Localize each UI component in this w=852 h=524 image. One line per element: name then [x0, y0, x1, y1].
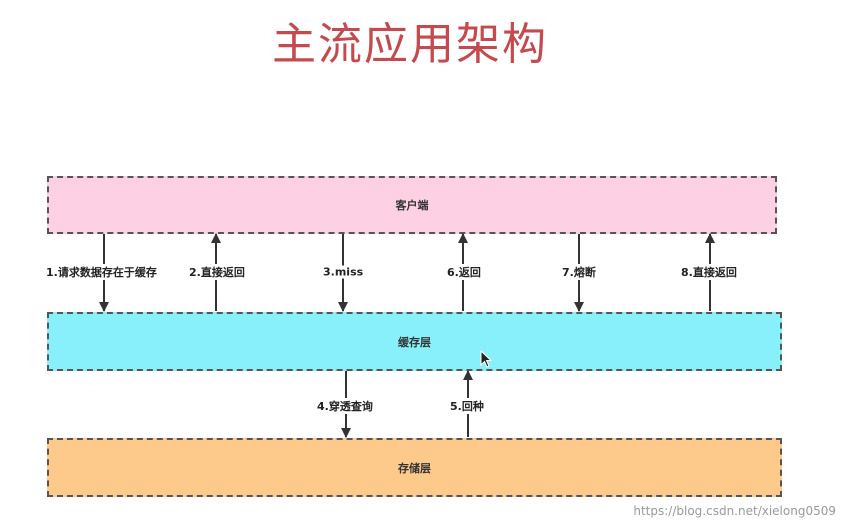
client-layer-label: 客户端: [395, 199, 429, 212]
flow-label-8: 8.直接返回: [680, 264, 738, 280]
cache-layer: 缓存层: [47, 312, 782, 371]
flow-label-2: 2.直接返回: [188, 264, 246, 280]
client-layer: 客户端: [47, 176, 777, 234]
flow-label-1: 1.请求数据存在于缓存: [45, 264, 158, 280]
flow-label-4: 4.穿透查询: [316, 398, 374, 414]
diagram-title: 主流应用架构: [272, 19, 548, 70]
flow-label-3: 3.miss: [322, 265, 365, 279]
watermark: https://blog.csdn.net/xielong0509: [633, 504, 836, 518]
mouse-cursor-icon: [480, 350, 493, 368]
storage-layer-label: 存储层: [398, 461, 431, 475]
cache-layer-label: 缓存层: [398, 335, 431, 349]
flow-label-7: 7.熔断: [561, 264, 597, 280]
storage-layer: 存储层: [47, 438, 782, 497]
flow-label-6: 6.返回: [446, 264, 482, 280]
flow-label-5: 5.回种: [449, 398, 485, 414]
